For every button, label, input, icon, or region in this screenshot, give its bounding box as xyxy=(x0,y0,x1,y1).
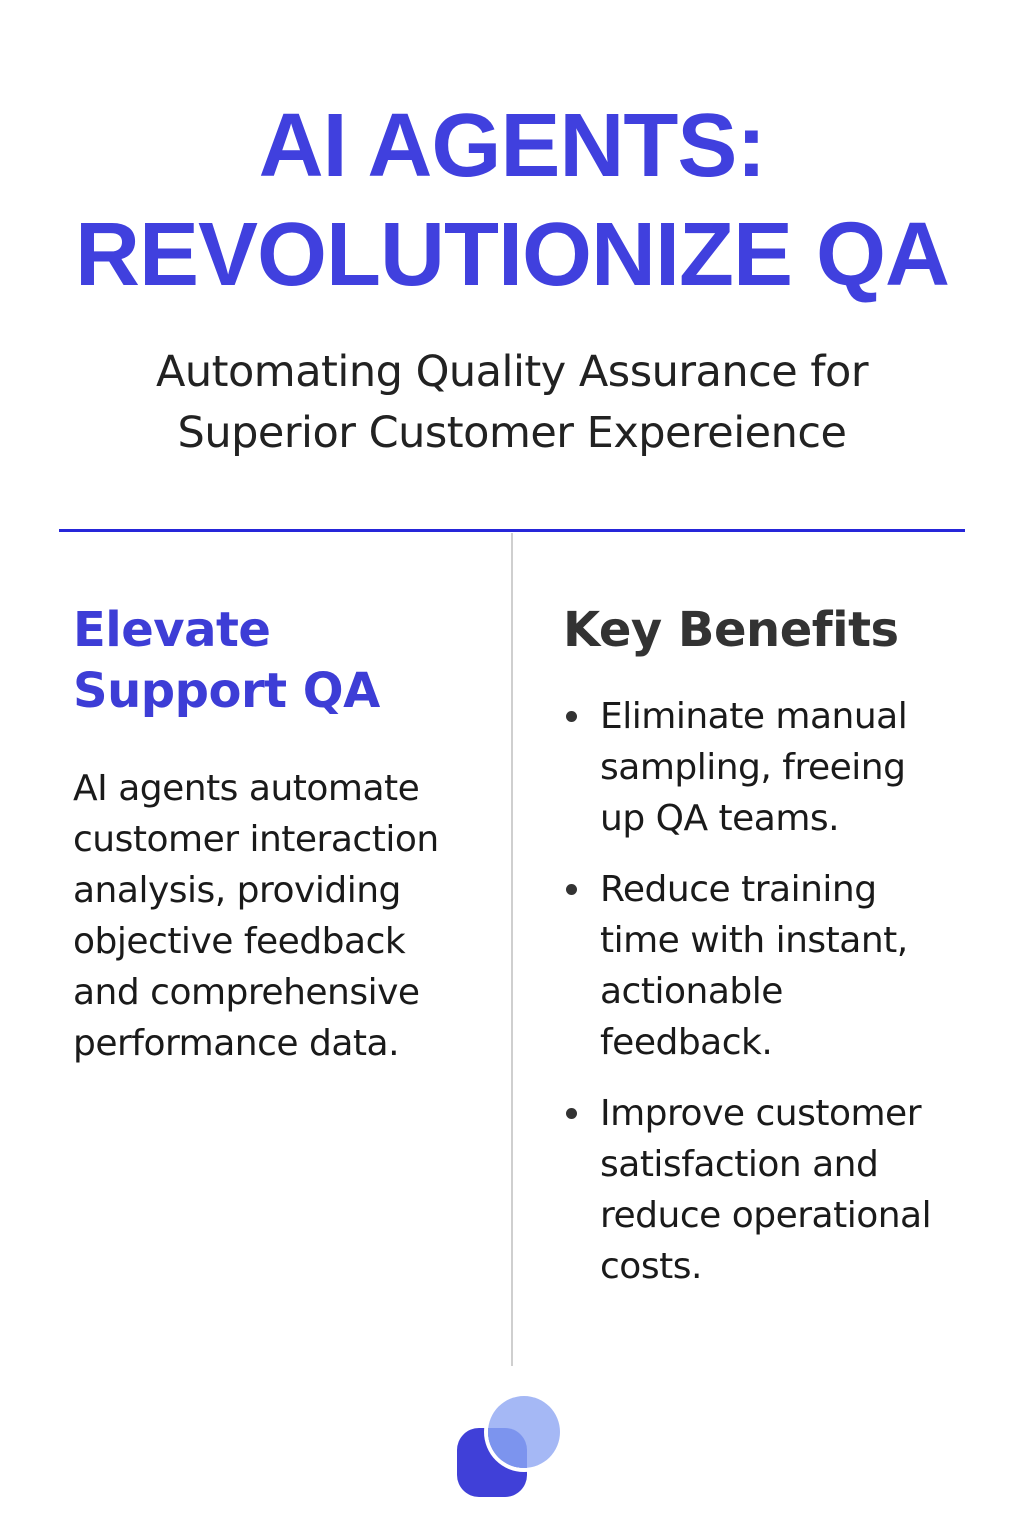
benefit-line: costs. xyxy=(600,1246,702,1287)
vertical-divider xyxy=(511,533,513,1366)
bullet-icon xyxy=(566,884,577,895)
brand-logo-icon xyxy=(455,1394,565,1500)
benefit-line: time with instant, xyxy=(600,920,908,961)
benefit-line: satisfaction and xyxy=(600,1144,879,1185)
bullet-icon xyxy=(566,711,577,722)
title-line-1: AI AGENTS: xyxy=(258,96,767,196)
benefit-line: feedback. xyxy=(600,1022,773,1063)
key-benefits-section: Key Benefits Eliminate manual sampling, … xyxy=(563,600,983,1312)
page-subtitle: Automating Quality Assurance for Superio… xyxy=(0,342,1024,464)
description-line: analysis, providing xyxy=(73,870,401,911)
title-line-2: REVOLUTIONIZE QA xyxy=(74,205,950,305)
benefit-item: Reduce training time with instant, actio… xyxy=(563,864,983,1068)
subtitle-line-2: Superior Customer Expereience xyxy=(177,408,847,458)
description-line: objective feedback xyxy=(73,921,406,962)
benefit-text: Improve customer satisfaction and reduce… xyxy=(600,1088,983,1292)
benefits-list: Eliminate manual sampling, freeing up QA… xyxy=(563,691,983,1292)
heading-line: Elevate xyxy=(73,602,271,658)
elevate-support-section: Elevate Support QA AI agents automate cu… xyxy=(73,600,493,1069)
horizontal-divider xyxy=(59,529,965,532)
benefit-line: Reduce training xyxy=(600,869,877,910)
description-line: performance data. xyxy=(73,1023,400,1064)
benefit-line: Eliminate manual xyxy=(600,696,908,737)
benefit-text: Reduce training time with instant, actio… xyxy=(600,864,983,1068)
benefit-line: actionable xyxy=(600,971,783,1012)
description-line: customer interaction xyxy=(73,819,439,860)
heading-line: Support QA xyxy=(73,663,380,719)
benefit-line: sampling, freeing xyxy=(600,747,906,788)
bullet-icon xyxy=(566,1108,577,1119)
benefit-line: up QA teams. xyxy=(600,798,840,839)
description-line: and comprehensive xyxy=(73,972,420,1013)
page-title: AI AGENTS: REVOLUTIONIZE QA xyxy=(0,92,1024,310)
benefit-item: Eliminate manual sampling, freeing up QA… xyxy=(563,691,983,844)
benefit-line: reduce operational xyxy=(600,1195,932,1236)
section-heading-key-benefits: Key Benefits xyxy=(563,602,899,658)
description-line: AI agents automate xyxy=(73,768,420,809)
subtitle-line-1: Automating Quality Assurance for xyxy=(155,347,869,397)
benefit-line: Improve customer xyxy=(600,1093,922,1134)
section-description: AI agents automate customer interaction … xyxy=(73,763,493,1069)
section-heading-elevate: Elevate Support QA xyxy=(73,600,493,722)
benefit-text: Eliminate manual sampling, freeing up QA… xyxy=(600,691,983,844)
benefit-item: Improve customer satisfaction and reduce… xyxy=(563,1088,983,1292)
